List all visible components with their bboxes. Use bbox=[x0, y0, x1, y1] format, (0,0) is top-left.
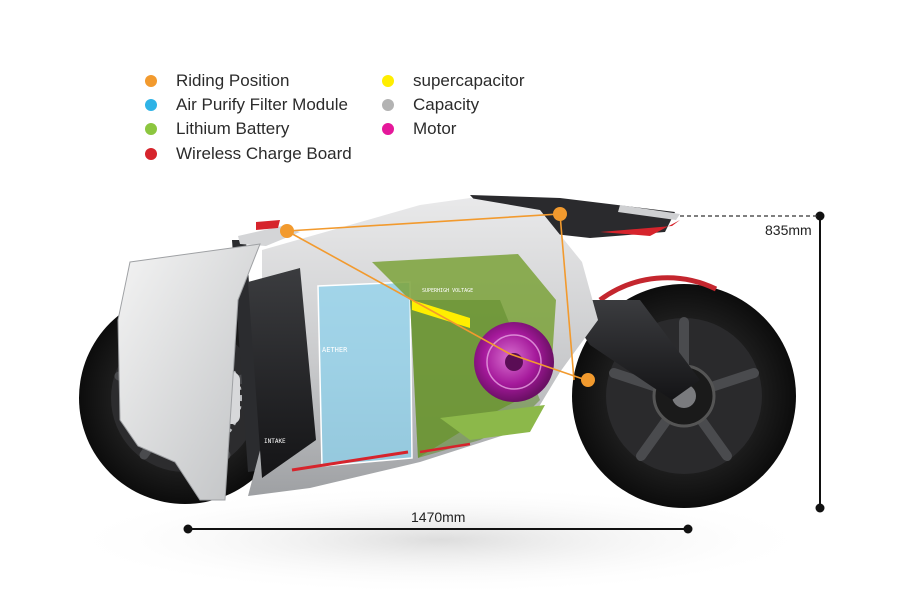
swingarm bbox=[560, 300, 700, 400]
legend-item-wireless-charge-board: Wireless Charge Board bbox=[145, 143, 352, 165]
brand-marking: AETHER bbox=[322, 346, 348, 354]
motor bbox=[474, 322, 554, 402]
riding-point-seat bbox=[553, 207, 567, 221]
legend-label: Motor bbox=[413, 119, 457, 138]
riding-position-dot-icon bbox=[145, 75, 157, 87]
legend-label: supercapacitor bbox=[413, 71, 525, 90]
air-purify-filter-module bbox=[317, 281, 413, 467]
air-purify-dot-icon bbox=[145, 99, 157, 111]
handlebar-accent bbox=[256, 220, 280, 230]
wireless-charge-board bbox=[291, 450, 409, 472]
length-dimension-end bbox=[683, 524, 693, 534]
side-intake bbox=[248, 268, 316, 478]
legend-label: Capacity bbox=[413, 95, 480, 114]
riding-position-overlay bbox=[280, 207, 595, 387]
supercapacitor bbox=[412, 300, 470, 328]
legend-label: Riding Position bbox=[176, 71, 290, 90]
belly-pan bbox=[440, 405, 545, 440]
legend-item-riding-position: Riding Position bbox=[145, 70, 289, 92]
front-fairing bbox=[117, 243, 261, 501]
length-dimension-label: 1470mm bbox=[411, 509, 466, 525]
legend-item-lithium-battery: Lithium Battery bbox=[145, 118, 289, 140]
dimension-lines bbox=[183, 211, 825, 534]
front-fork bbox=[232, 240, 262, 472]
legend-label: Air Purify Filter Module bbox=[176, 95, 348, 114]
length-dimension-start bbox=[183, 524, 193, 534]
legend-item-air-purify-filter-module: Air Purify Filter Module bbox=[145, 94, 348, 116]
legend-item-capacity: Capacity bbox=[382, 94, 479, 116]
riding-point-handlebar bbox=[280, 224, 294, 238]
height-dimension-label: 835mm bbox=[765, 222, 812, 238]
legend-label: Wireless Charge Board bbox=[176, 144, 352, 163]
height-dimension-bottom bbox=[815, 503, 825, 513]
battery-tag: SUPERHIGH VOLTAGE bbox=[422, 288, 473, 294]
ground-reflection bbox=[60, 485, 820, 595]
height-dimension-top bbox=[815, 211, 825, 221]
legend-label: Lithium Battery bbox=[176, 119, 290, 138]
wireless-charge-dot-icon bbox=[145, 148, 157, 160]
motor-dot-icon bbox=[382, 123, 394, 135]
riding-point-footpeg bbox=[581, 373, 595, 387]
capacity-dot-icon bbox=[382, 99, 394, 111]
legend-item-supercapacitor: supercapacitor bbox=[382, 70, 525, 92]
legend-item-motor: Motor bbox=[382, 118, 456, 140]
intake-marking: INTAKE bbox=[264, 438, 286, 445]
supercapacitor-dot-icon bbox=[382, 75, 394, 87]
wireless-charge-board-accent bbox=[419, 442, 471, 454]
lithium-battery-dot-icon bbox=[145, 123, 157, 135]
